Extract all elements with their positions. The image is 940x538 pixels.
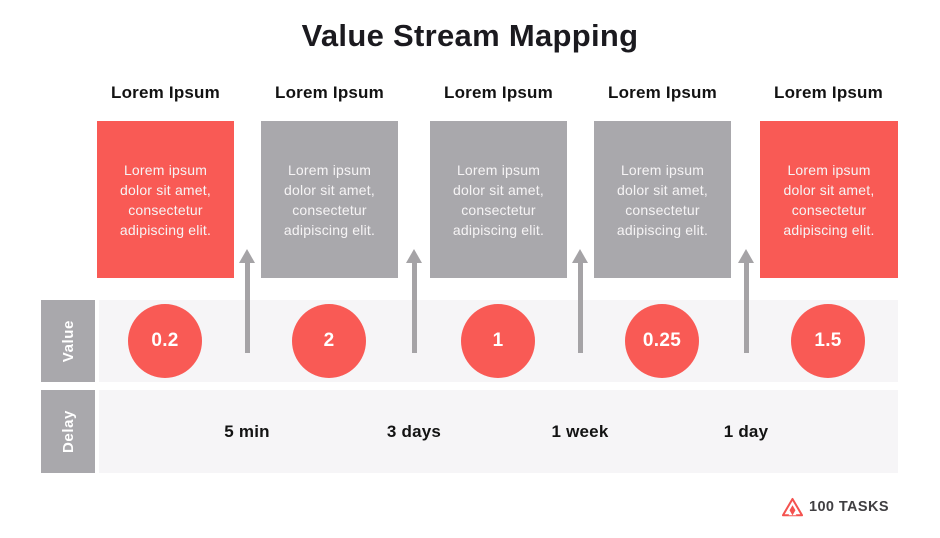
value-lane-label: Value (41, 300, 95, 382)
delay-value-2: 3 days (386, 421, 442, 441)
column-header-2: Lorem Ipsum (275, 83, 384, 102)
process-box-5: Lorem ipsum dolor sit amet, consectetur … (760, 121, 898, 278)
triangle-peak-icon (782, 497, 803, 517)
process-box-2: Lorem ipsum dolor sit amet, consectetur … (261, 121, 398, 278)
value-circle-1: 0.2 (128, 304, 202, 378)
value-circle-5: 1.5 (791, 304, 865, 378)
value-circle-4: 0.25 (625, 304, 699, 378)
page-title: Value Stream Mapping (301, 18, 639, 53)
process-box-3: Lorem ipsum dolor sit amet, consectetur … (430, 121, 567, 278)
column-header-3: Lorem Ipsum (444, 83, 553, 102)
process-box-1: Lorem ipsum dolor sit amet, consectetur … (97, 121, 234, 278)
value-lane-label-text: Value (59, 319, 77, 363)
delay-lane-background (99, 390, 898, 473)
delay-value-4: 1 day (723, 421, 769, 441)
column-header-4: Lorem Ipsum (608, 83, 717, 102)
value-circle-2: 2 (292, 304, 366, 378)
delay-lane-label: Delay (41, 390, 95, 473)
delay-value-1: 5 min (224, 421, 270, 441)
brand-logo: 100 TASKS (782, 494, 889, 520)
process-box-4: Lorem ipsum dolor sit amet, consectetur … (594, 121, 731, 278)
delay-value-3: 1 week (551, 421, 609, 441)
delay-lane-label-text: Delay (59, 409, 77, 454)
column-header-1: Lorem Ipsum (111, 83, 220, 102)
value-circle-3: 1 (461, 304, 535, 378)
column-header-5: Lorem Ipsum (774, 83, 883, 102)
brand-name: 100 TASKS (809, 499, 889, 515)
